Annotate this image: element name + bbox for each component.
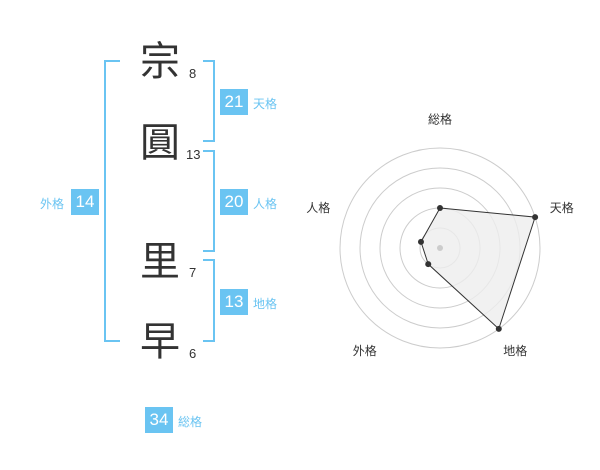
chikaku-badge: 13 bbox=[220, 289, 248, 315]
tenkaku-label: 天格 bbox=[253, 97, 278, 111]
name-kanji-2: 圓 bbox=[140, 120, 180, 166]
stroke-count-3: 7 bbox=[189, 265, 197, 280]
radar-axis-label-2: 天格 bbox=[550, 200, 574, 215]
radar-series-polygon bbox=[420, 207, 536, 330]
chikaku-label: 地格 bbox=[253, 297, 278, 311]
radar-axis-label-1: 総格 bbox=[428, 112, 452, 127]
gaikaku-label: 外格 bbox=[40, 197, 65, 211]
name-kanji-4: 早 bbox=[140, 319, 180, 365]
radar-grid-ring-5 bbox=[339, 147, 541, 349]
jinkaku-label: 人格 bbox=[253, 197, 278, 211]
stroke-count-2: 13 bbox=[186, 147, 201, 162]
jinkaku-badge: 20 bbox=[220, 189, 248, 215]
chikaku-bracket bbox=[203, 259, 215, 342]
radar-axis-label-3: 地格 bbox=[503, 343, 527, 358]
radar-point-3 bbox=[495, 325, 502, 332]
soukaku-label: 総格 bbox=[178, 415, 203, 429]
stroke-count-1: 8 bbox=[189, 66, 197, 81]
radar-point-4 bbox=[425, 261, 432, 268]
radar-center-dot bbox=[437, 245, 443, 251]
soukaku-badge: 34 bbox=[145, 407, 173, 433]
name-kanji-1: 宗 bbox=[140, 39, 180, 85]
radar-axis-label-5: 人格 bbox=[306, 200, 330, 215]
radar-axis-label-4: 外格 bbox=[353, 343, 377, 358]
radar-point-5 bbox=[417, 238, 424, 245]
gaikaku-badge: 14 bbox=[71, 189, 99, 215]
tenkaku-bracket bbox=[203, 60, 215, 142]
name-kanji-3: 里 bbox=[140, 239, 180, 285]
jinkaku-bracket bbox=[203, 150, 215, 252]
radar-point-1 bbox=[437, 205, 443, 211]
radar-point-2 bbox=[532, 214, 539, 221]
stroke-count-4: 6 bbox=[189, 346, 197, 361]
gaikaku-bracket bbox=[104, 60, 120, 342]
tenkaku-badge: 21 bbox=[220, 89, 248, 115]
